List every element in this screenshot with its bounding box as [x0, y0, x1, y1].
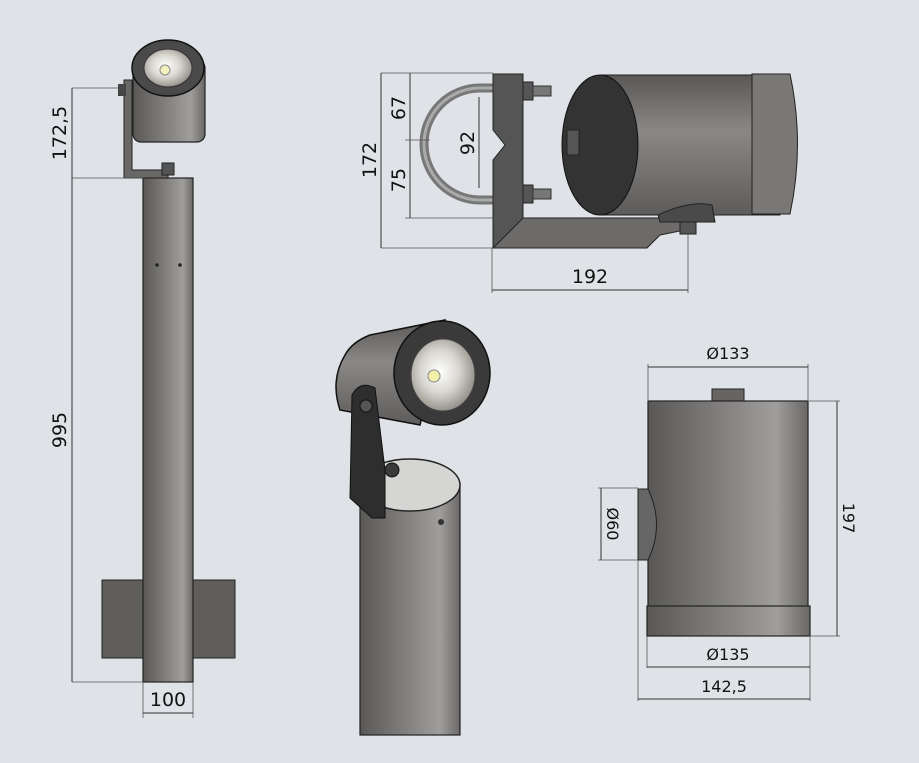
dim-bottom-diameter: Ø135 [706, 645, 749, 664]
mount-foot [657, 203, 716, 223]
pole-hole [155, 263, 159, 267]
dim-height: 197 [839, 503, 858, 534]
luminaire-cap [751, 73, 798, 215]
nut [522, 81, 534, 101]
bolt-thread [532, 85, 552, 97]
bracket-bolt [161, 162, 175, 176]
dim-lens-diameter: Ø60 [603, 508, 622, 541]
pole-side-view: 172,5 995 100 [49, 39, 236, 718]
dim-lower-offset: 75 [388, 168, 410, 192]
pole-top-hole [438, 519, 444, 525]
nut [522, 184, 534, 204]
dim-total-height: 172 [359, 142, 381, 178]
bottom-band [646, 605, 811, 637]
u-bolt-inner [422, 86, 495, 202]
led-icon [159, 64, 171, 76]
cylinder-body [647, 400, 809, 609]
mounting-plate [492, 73, 524, 249]
bracket-perspective [349, 384, 386, 519]
dim-pole-height: 995 [49, 412, 71, 448]
back-clip [566, 129, 580, 156]
lamp-lens [410, 338, 476, 412]
bracket-arm [491, 217, 689, 249]
side-lens [637, 488, 657, 561]
dim-upper-offset: 67 [388, 96, 410, 120]
top-nub [711, 388, 745, 402]
perspective-view [335, 319, 491, 736]
lamp-mount-bolt [118, 84, 126, 96]
pole-perspective [359, 484, 461, 736]
bracket-bolt [359, 399, 373, 413]
dim-total-width: 142,5 [701, 677, 747, 696]
pole-hole [178, 263, 182, 267]
bracket-bolt [384, 462, 400, 478]
pole [142, 177, 194, 683]
dim-head-height: 172,5 [49, 106, 71, 160]
bracket-view: 172 67 75 92 192 [359, 72, 798, 293]
dim-pole-width: 100 [150, 689, 186, 711]
dim-arm-length: 192 [572, 266, 608, 288]
led-icon [427, 369, 441, 383]
dim-top-diameter: Ø133 [706, 344, 749, 363]
luminaire-back [561, 74, 639, 216]
luminaire-view: Ø133 197 Ø60 Ø135 142,5 [598, 344, 858, 701]
dim-clamp-diameter: 92 [457, 131, 479, 155]
bolt-thread [532, 188, 552, 200]
